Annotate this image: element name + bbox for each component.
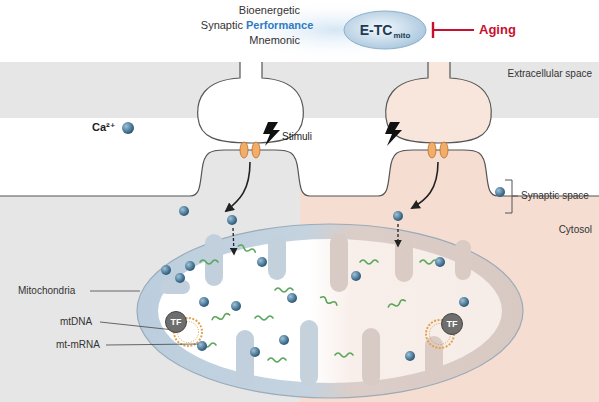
ion-label: Ca²⁺	[92, 121, 122, 134]
postsynaptic-membrane	[0, 150, 599, 196]
crista	[160, 280, 190, 294]
mt-mrna	[275, 288, 293, 292]
leader-line	[106, 344, 198, 345]
crista	[236, 330, 254, 386]
calcium-ion	[393, 211, 403, 221]
calcium-ion	[122, 122, 134, 134]
factor-label: TF	[447, 319, 458, 329]
mitochondrion-membrane	[137, 224, 523, 398]
crista	[362, 328, 380, 386]
part-label: mtDNA	[60, 316, 100, 328]
receptor-channel	[252, 142, 260, 158]
inner-matrix	[158, 239, 502, 383]
bracket	[505, 180, 512, 181]
bracket	[512, 196, 518, 197]
calcium-ions	[122, 122, 505, 361]
calcium-ion	[185, 261, 195, 271]
node-label: mito	[393, 31, 410, 40]
leader-line	[90, 291, 140, 292]
etc-ellipse-shape	[344, 11, 426, 49]
region-label: Extracellular space	[442, 68, 592, 80]
calcium-ion	[175, 273, 185, 283]
mt-mrna	[360, 260, 378, 264]
tf-circle: TF	[441, 313, 463, 335]
influx-arrow	[226, 162, 250, 211]
crista	[425, 336, 443, 382]
performance-term: Mnemonic	[180, 34, 300, 47]
calcium-ion	[287, 293, 297, 303]
influx-arrow	[412, 162, 438, 208]
calcium-ion	[227, 215, 237, 225]
stimulus-bolt	[385, 122, 402, 146]
mt-mrna	[335, 353, 353, 357]
mtdna-ring	[178, 322, 199, 343]
calcium-ion	[231, 301, 241, 311]
receptor-channel	[428, 142, 436, 158]
calcium-ion	[459, 297, 469, 307]
mt-mrna	[420, 260, 438, 264]
performance-term: Performance	[246, 19, 326, 32]
region-label: Synaptic space	[521, 190, 597, 202]
uptake-arrow	[233, 228, 234, 254]
performance-term: Bioenergetic	[180, 4, 300, 17]
top-band	[0, 0, 599, 62]
mtdna-ring	[426, 320, 454, 348]
mt-mrna	[198, 343, 216, 347]
mitochondrion-outline	[135, 222, 525, 400]
mt-mrna	[388, 299, 406, 309]
calcium-ion	[351, 271, 361, 281]
crista	[205, 234, 223, 286]
uptake-arrow	[397, 224, 398, 246]
mt-mrna-group	[198, 244, 438, 362]
part-label: mt-mRNA	[56, 339, 106, 351]
presynaptic-terminal	[386, 62, 492, 143]
crista	[268, 234, 286, 280]
inhibition-bar	[432, 22, 434, 38]
calcium-ion	[257, 257, 267, 267]
calcium-ion	[179, 206, 189, 216]
calcium-ion	[161, 265, 171, 275]
presynaptic-terminal	[198, 62, 304, 143]
tf-circle-shape	[442, 314, 463, 335]
leader-line	[100, 322, 174, 330]
calcium-ion	[435, 257, 445, 267]
crista	[330, 234, 348, 292]
mtdna-ring	[430, 324, 451, 345]
crista	[455, 240, 471, 280]
mt-mrna	[320, 296, 338, 307]
etc-ellipse: E-TCmito	[343, 10, 427, 50]
mt-mrna	[212, 313, 230, 322]
calcium-ion	[199, 297, 209, 307]
tf-circle-shape	[166, 312, 187, 333]
mt-mrna	[238, 244, 256, 254]
calcium-ion	[197, 341, 207, 351]
mt-mrna	[255, 316, 273, 320]
stimulus-label: Stimuli	[282, 131, 332, 143]
region-label: Cytosol	[492, 224, 592, 236]
calcium-ion	[495, 187, 505, 197]
calcium-ion	[250, 347, 260, 357]
node-label: E-TC	[360, 22, 393, 38]
inhibition-line	[433, 29, 474, 31]
receptor-channel	[440, 142, 448, 158]
crista	[300, 320, 318, 386]
calcium-ion	[405, 351, 415, 361]
performance-term: Synaptic	[123, 19, 243, 32]
mtdna-ring	[174, 318, 202, 346]
mt-mrna	[200, 260, 218, 264]
aging-label: Aging	[479, 22, 539, 37]
stimulus-bolt	[263, 122, 280, 146]
part-heading: Mitochondria	[18, 285, 75, 296]
factor-label: TF	[171, 317, 182, 327]
receptor-channel	[240, 142, 248, 158]
bracket	[505, 213, 512, 214]
mt-mrna	[268, 358, 286, 362]
mitochondrion: TFTFMitochondria	[135, 222, 525, 400]
calcium-ion	[279, 335, 289, 345]
crista	[395, 234, 413, 282]
tf-circle: TF	[165, 311, 187, 333]
